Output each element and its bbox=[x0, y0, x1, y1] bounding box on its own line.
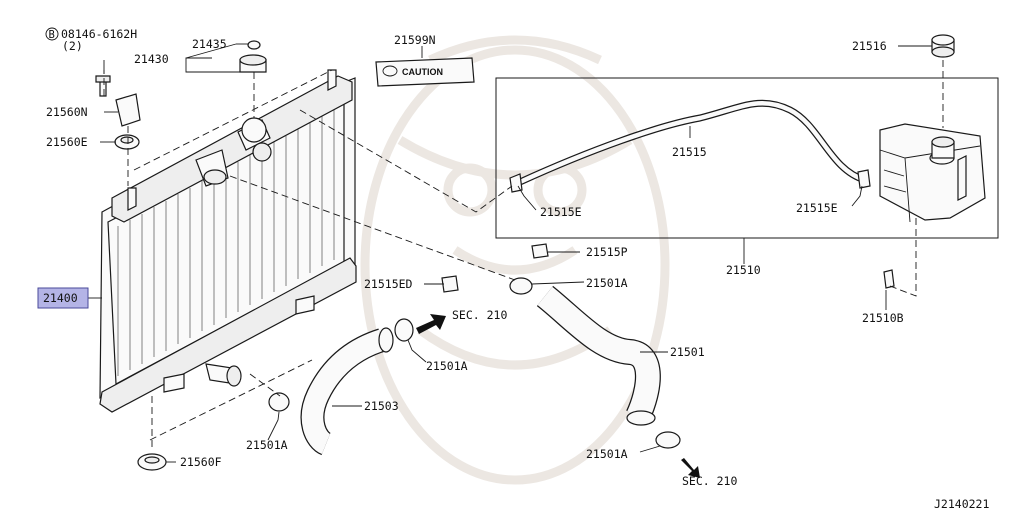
caution-text: CAUTION bbox=[402, 67, 443, 77]
label-21560F: 21560F bbox=[180, 455, 222, 469]
hose-clamps bbox=[268, 277, 681, 449]
label-21515E-left: 21515E bbox=[540, 205, 582, 219]
label-21501: 21501 bbox=[670, 345, 705, 359]
label-21560N: 21560N bbox=[46, 105, 88, 119]
label-21501A-left: 21501A bbox=[246, 438, 288, 452]
part-21560N bbox=[115, 93, 141, 127]
part-21435 bbox=[247, 40, 261, 50]
hose-21503 bbox=[300, 327, 394, 456]
cap-and-fasteners bbox=[95, 40, 267, 471]
label-21501A-bottom: 21501A bbox=[586, 447, 628, 461]
label-21599N: 21599N bbox=[394, 33, 436, 47]
label-21515E-right: 21515E bbox=[796, 201, 838, 215]
watermark-emblem bbox=[360, 35, 670, 485]
sec210-arrow-top bbox=[416, 314, 446, 334]
hose-21501 bbox=[536, 285, 661, 426]
leader-lines bbox=[88, 43, 932, 463]
reservoir-cap bbox=[931, 34, 955, 58]
diagram-id: J2140221 bbox=[934, 497, 989, 511]
dashed-connections bbox=[103, 60, 944, 450]
label-21435: 21435 bbox=[192, 37, 227, 51]
part-labels: B 08146-6162H (2) 21435 21430 21560N 215… bbox=[37, 27, 989, 511]
label-sec210-bottom: SEC. 210 bbox=[682, 474, 737, 488]
part-21510B bbox=[883, 269, 895, 289]
label-21510: 21510 bbox=[726, 263, 761, 277]
radiator bbox=[99, 69, 357, 413]
reservoir-group-box bbox=[495, 77, 999, 239]
label-21400-highlight bbox=[37, 287, 89, 309]
label-21430: 21430 bbox=[134, 52, 169, 66]
label-21516: 21516 bbox=[852, 39, 887, 53]
clip-21515ED bbox=[441, 275, 459, 293]
bolt-prefix-circle bbox=[45, 27, 59, 41]
clip-21515P bbox=[531, 243, 549, 259]
label-bolt-qty: (2) bbox=[62, 39, 83, 53]
label-21515ED: 21515ED bbox=[364, 277, 413, 291]
label-21515: 21515 bbox=[672, 145, 707, 159]
label-21501A-mid: 21501A bbox=[426, 359, 468, 373]
label-21560E: 21560E bbox=[46, 135, 88, 149]
caution-label-part: CAUTION bbox=[375, 57, 475, 87]
clips bbox=[441, 243, 895, 293]
reservoir-tank bbox=[879, 123, 986, 223]
label-sec210-top: SEC. 210 bbox=[452, 308, 507, 322]
radiator-core-fins bbox=[117, 110, 335, 376]
label-21501A-top: 21501A bbox=[586, 276, 628, 290]
sec210-arrow-bottom bbox=[681, 458, 700, 478]
label-21515P: 21515P bbox=[586, 245, 628, 259]
label-21400: 21400 bbox=[43, 291, 78, 305]
bolt-prefix: B bbox=[49, 29, 55, 41]
overflow-hose bbox=[509, 99, 871, 193]
label-21503: 21503 bbox=[364, 399, 399, 413]
label-21510B: 21510B bbox=[862, 311, 904, 325]
label-08146-6162H: 08146-6162H bbox=[61, 27, 137, 41]
